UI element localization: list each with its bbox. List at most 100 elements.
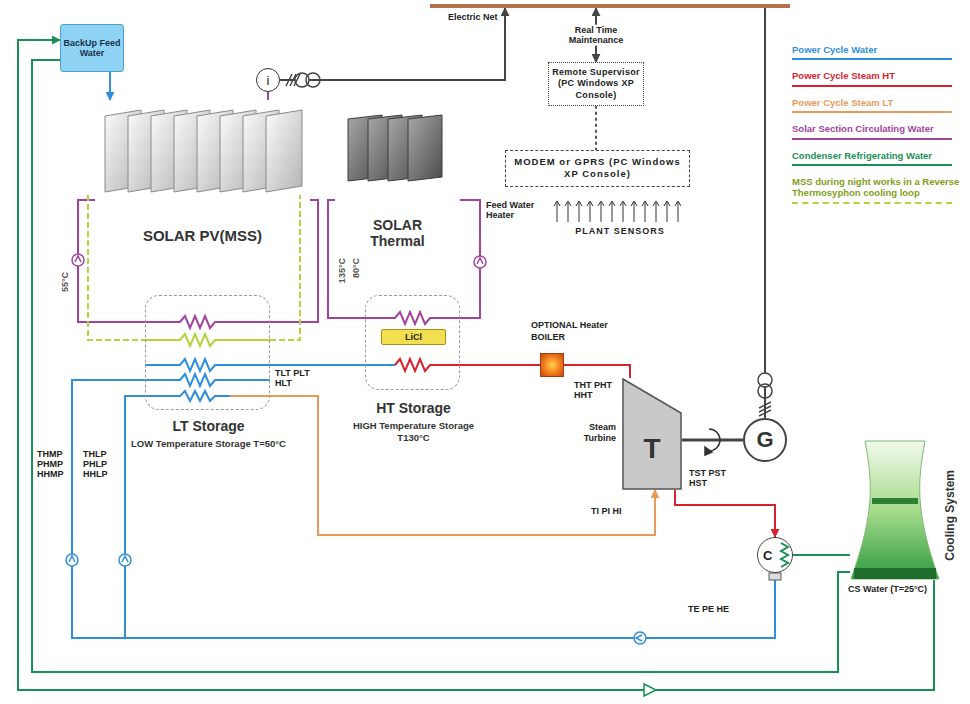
pipe-connector — [682, 439, 743, 442]
legend-swatch — [792, 138, 952, 140]
legend-item: Condenser Refrigerating Water — [792, 150, 964, 166]
pipe-connector — [564, 365, 630, 378]
pipe-connector — [109, 72, 111, 100]
lt-coils — [145, 316, 270, 328]
node-title: SOLAR Thermal — [355, 218, 440, 249]
ht-coils — [395, 359, 460, 371]
turbine-shape — [623, 379, 681, 489]
node-title: C — [763, 548, 772, 563]
transformer-symbol — [759, 402, 771, 416]
cooling-tower-shape — [854, 568, 936, 579]
pump-symbol — [66, 554, 78, 566]
pump-symbol — [634, 632, 646, 644]
legend-text: Power Cycle Steam LT — [792, 97, 964, 108]
pipe-connector — [72, 380, 775, 638]
node-title: G — [756, 427, 773, 453]
pipe-connector — [270, 364, 365, 366]
licl-material: LiCl — [381, 329, 446, 345]
sensor-arrow — [554, 201, 560, 222]
feed-water-tank: BackUp Feed Water — [60, 24, 124, 72]
node-title: T — [643, 433, 660, 465]
lt-coils — [145, 334, 270, 346]
pump-symbol — [474, 256, 486, 268]
pump-symbol — [119, 554, 131, 566]
node-title: Electric Net — [448, 12, 498, 22]
legend: Power Cycle WaterPower Cycle Steam HT Pow… — [792, 44, 964, 214]
legend-line-sample — [792, 202, 952, 204]
pipe-connector — [267, 92, 269, 100]
pump-symbol — [644, 684, 656, 696]
legend-swatch — [792, 58, 952, 60]
node-subtitle: LOW Temperature Storage T=50°C — [131, 438, 286, 450]
sensor-arrow — [576, 201, 582, 222]
legend-item: MSS during night works in a Reverse Ther… — [792, 176, 964, 204]
legend-item: Power Cycle Water — [792, 44, 964, 60]
pipe-connector — [270, 396, 655, 535]
sensor-arrows — [554, 201, 681, 222]
node-title: Remote Supervisor (PC Windows XP Console… — [552, 67, 640, 101]
legend-swatch — [792, 164, 952, 166]
pipe-connector — [460, 364, 540, 366]
pipe-connector — [328, 200, 365, 318]
inverter-symbol: i — [256, 68, 280, 92]
thermal-collectors — [408, 115, 442, 181]
pump-symbol — [636, 635, 642, 641]
transformer-symbol — [286, 73, 772, 416]
annotation-label: TLT PLT HLT — [275, 369, 317, 389]
pump-symbol — [122, 556, 128, 562]
edge-label: Real Time Maintenance — [563, 25, 629, 46]
modem-box: MODEM or GPRS (PC Windows XP Console) — [505, 150, 690, 187]
legend-text: Power Cycle Steam HT — [792, 70, 964, 81]
lt-coils — [145, 316, 270, 401]
supervisor-box: Remote Supervisor (PC Windows XP Console… — [548, 62, 644, 106]
pipe-connector — [764, 8, 766, 418]
pump-symbol — [75, 256, 81, 262]
lt-coils — [230, 395, 270, 397]
pump-symbol — [72, 254, 84, 266]
pipe-connector — [32, 60, 850, 672]
generator-symbol: G — [743, 418, 787, 462]
ht-storage-tank: HT StorageHIGH Temperature Storage T130°… — [365, 295, 460, 390]
pump-symbol — [477, 258, 483, 264]
node-title: OPTIONAL Heater BOILER — [531, 320, 613, 343]
pipe-connector — [675, 490, 775, 537]
ht-coils — [365, 364, 395, 366]
condenser-coil — [781, 543, 788, 567]
legend-text: Condenser Refrigerating Water — [792, 150, 964, 161]
sensor-arrow — [609, 201, 615, 222]
annotation-label: TI PI HI — [591, 507, 631, 517]
node-title: i — [267, 73, 270, 88]
annotation-label: PLANT SENSORS — [555, 226, 685, 236]
node-title: LT Storage — [131, 418, 286, 434]
condenser-symbol: C — [757, 537, 793, 573]
node-title: SOLAR PV(MSS) — [95, 227, 310, 244]
legend-text: MSS during night works in a Reverse Ther… — [792, 176, 964, 199]
annotation-label: 135°C — [337, 258, 347, 283]
transformer-symbol — [758, 373, 772, 387]
night-cooling-loop — [88, 195, 300, 340]
node-title: MODEM or GPRS (PC Windows XP Console) — [512, 156, 683, 181]
cooling-tower-shape — [872, 498, 918, 504]
cooling-tower-shape — [851, 441, 939, 579]
thermal-collectors — [348, 115, 442, 181]
pipe-connector — [793, 554, 850, 556]
annotation-label: THMP PHMP HHMP — [37, 450, 69, 480]
node-title: Cooling System — [943, 470, 957, 561]
sensor-arrow — [565, 201, 571, 222]
node-title: BackUp Feed Water — [63, 38, 121, 59]
sensor-arrow — [620, 201, 626, 222]
condenser-outlet — [769, 573, 781, 580]
pipe-connector — [595, 106, 597, 150]
legend-item: Power Cycle Steam LT — [792, 97, 964, 113]
transformer-symbol — [286, 74, 300, 86]
node-title: LiCl — [405, 332, 422, 342]
pv-panels — [266, 110, 302, 192]
legend-item: Power Cycle Steam HT — [792, 70, 964, 86]
ht-coils — [365, 312, 460, 324]
sensor-arrow — [675, 201, 681, 222]
lt-coils — [145, 359, 270, 371]
shaft-rotation-arrow — [709, 429, 720, 451]
pump-symbol — [69, 556, 75, 562]
annotation-label: TE PE HE — [688, 605, 734, 615]
lt-storage-tank: LT StorageLOW Temperature Storage T=50°C — [145, 295, 270, 410]
